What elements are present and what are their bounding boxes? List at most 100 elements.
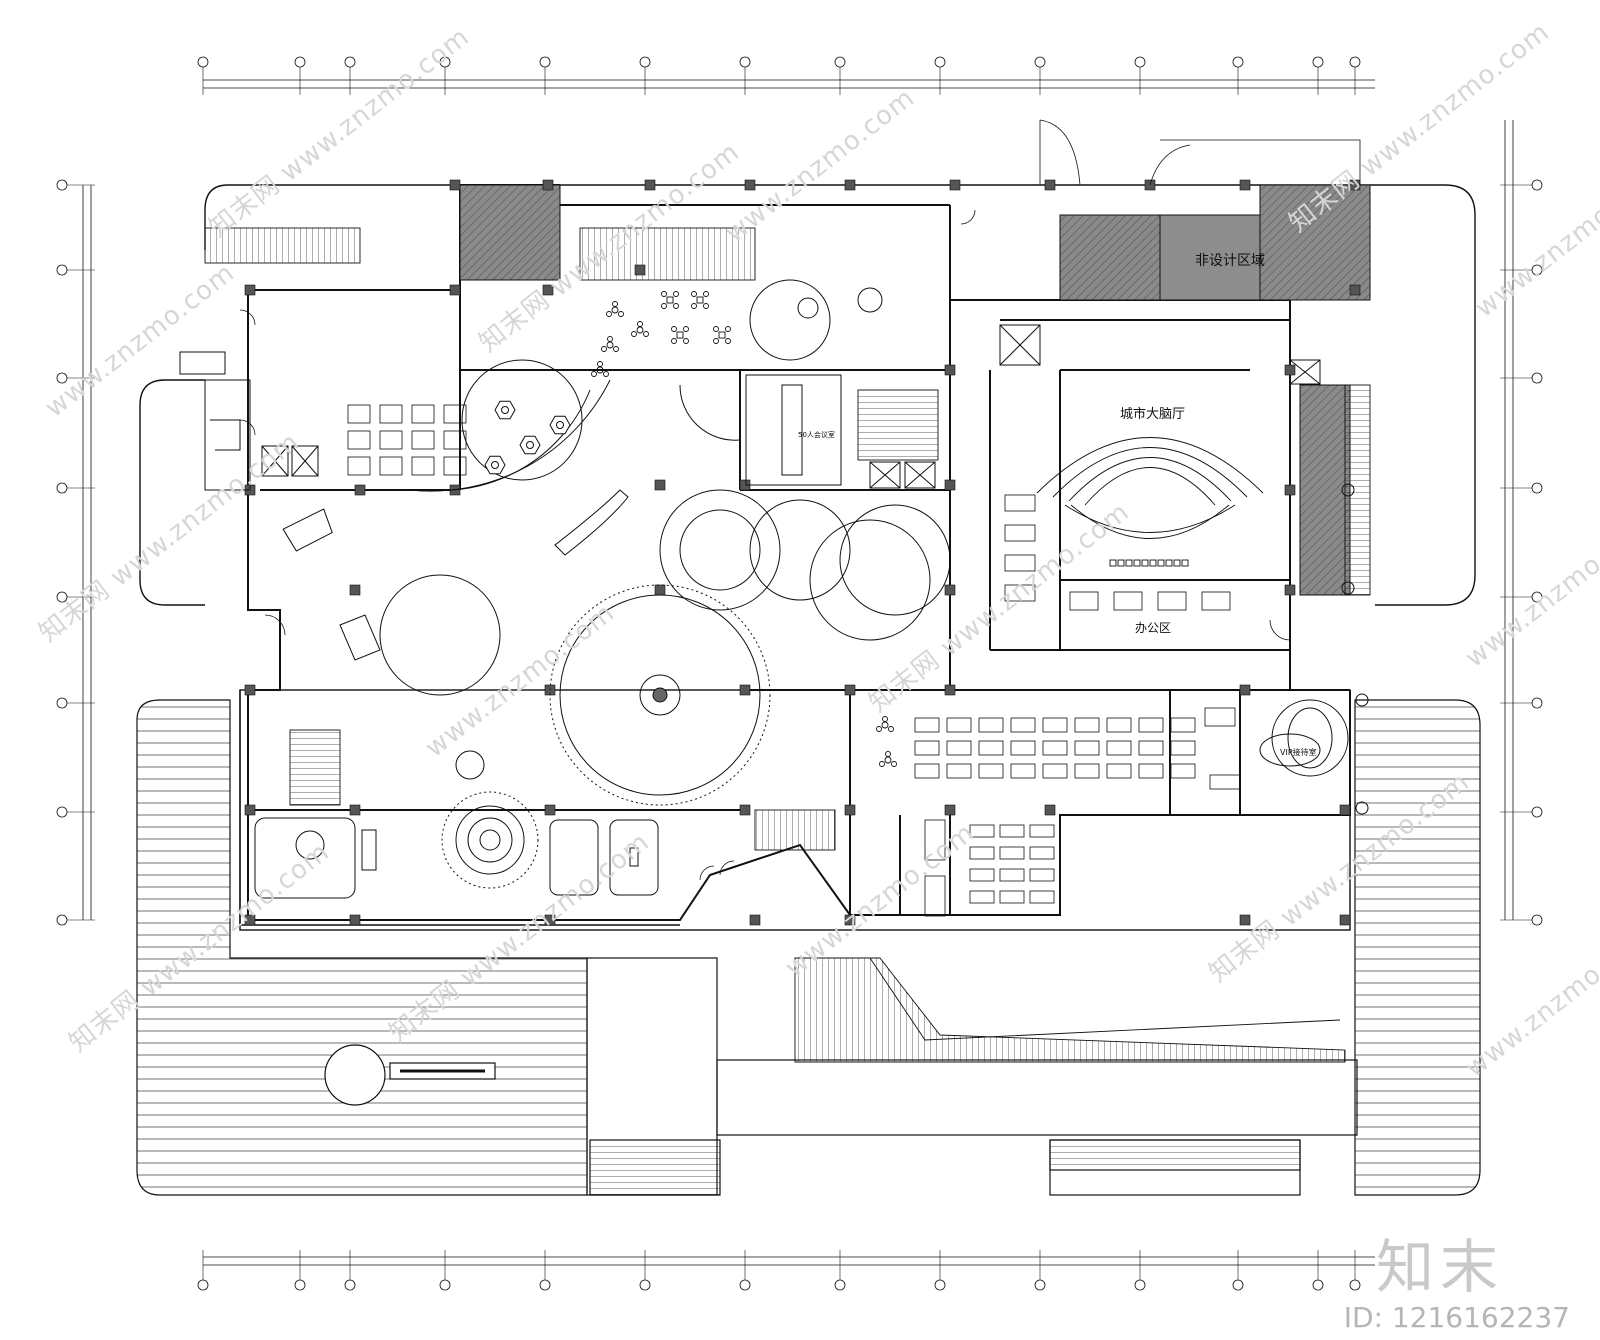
grid-bubble [294,1279,306,1291]
desk [411,430,435,450]
lounge-chair [683,338,689,344]
label-non-design-area: 非设计区域 [1195,253,1265,269]
auditorium-seating [1036,437,1264,567]
column [244,284,256,296]
hexagon-tables [484,400,571,475]
lounge-chair [703,291,709,297]
desk [1170,740,1196,756]
desk [1042,763,1068,779]
grid-bubble [344,56,356,68]
grid-bubble [56,591,68,603]
lounge-chair [683,326,689,332]
desk [999,868,1025,882]
grid-bubble [1531,482,1543,494]
desk [1170,717,1196,733]
column [1349,179,1361,191]
desk [443,430,467,450]
column [944,584,956,596]
lounge-chair [713,326,719,332]
vip-table [1259,733,1321,767]
desk [347,456,371,476]
desk [978,763,1004,779]
column [744,179,756,191]
hexagon-seat [526,441,534,449]
grid-bubble [1034,1279,1046,1291]
desk [1029,846,1055,860]
seat-row [1036,437,1264,494]
lounge-seating [591,291,897,767]
desk [969,824,995,838]
lounge-chair [891,761,897,767]
grid-bubble [344,1279,356,1291]
grid-bubble [1531,806,1543,818]
grid-bubble [1531,914,1543,926]
lounge-chair [882,716,888,722]
lounge-chair [618,311,624,317]
desk [1004,554,1036,572]
lounge-chair [876,726,882,732]
lounge-table [696,296,704,304]
grid-bubble [739,1279,751,1291]
outdoor-steps [794,957,1346,1063]
grid-bubble [1134,56,1146,68]
column [1284,364,1296,376]
seat [1141,559,1149,567]
grid-bubble [539,1279,551,1291]
hexagon-seat [556,421,564,429]
room-labels: 非设计区域 城市大脑厅 办公区 VIP接待室 50人会议室 [798,253,1317,757]
desk [1201,591,1231,611]
lounge-chair [671,326,677,332]
seat-row [1064,504,1236,533]
desk [443,456,467,476]
lounge-chair [591,371,597,377]
grid-bubble [834,1279,846,1291]
desk [1029,890,1055,904]
lounge-chair [691,303,697,309]
lounge-table [636,326,644,334]
column [1239,684,1251,696]
lounge-table [666,296,674,304]
desk [1004,584,1036,602]
lounge-chair [888,726,894,732]
desk [411,456,435,476]
desk [1069,591,1099,611]
brand-id: ID: 1216162237 [1343,1301,1570,1334]
column [844,804,856,816]
grid-bubble [639,1279,651,1291]
lounge-chair [661,291,667,297]
grid-bubble [1531,697,1543,709]
column [244,914,256,926]
grid-bubble [197,56,209,68]
grid-bubble [834,56,846,68]
desk [924,819,946,861]
seat [1149,559,1157,567]
grid-bubble [1034,56,1046,68]
desk [1010,717,1036,733]
desk [999,890,1025,904]
conference-room-50 [745,374,842,486]
column [544,914,556,926]
column [749,914,761,926]
office-desks [347,404,1241,917]
column [349,584,361,596]
lounge-chair [725,338,731,344]
desk [914,763,940,779]
column [1239,179,1251,191]
label-city-brain-hall: 城市大脑厅 [1120,406,1185,422]
column [944,684,956,696]
grid-bubble [1531,264,1543,276]
grid-bubble [56,179,68,191]
desk [1042,717,1068,733]
lounge-table [596,366,604,374]
lounge-chair [643,331,649,337]
seat-row [1084,467,1216,506]
dimension-lines [82,79,1514,1266]
column [739,684,751,696]
seat [1165,559,1173,567]
desk [1074,763,1100,779]
grid-bubble [197,1279,209,1291]
column [944,479,956,491]
desk [1106,763,1132,779]
lounge-chair [879,761,885,767]
brand-logo: 知末 [1375,1233,1504,1301]
